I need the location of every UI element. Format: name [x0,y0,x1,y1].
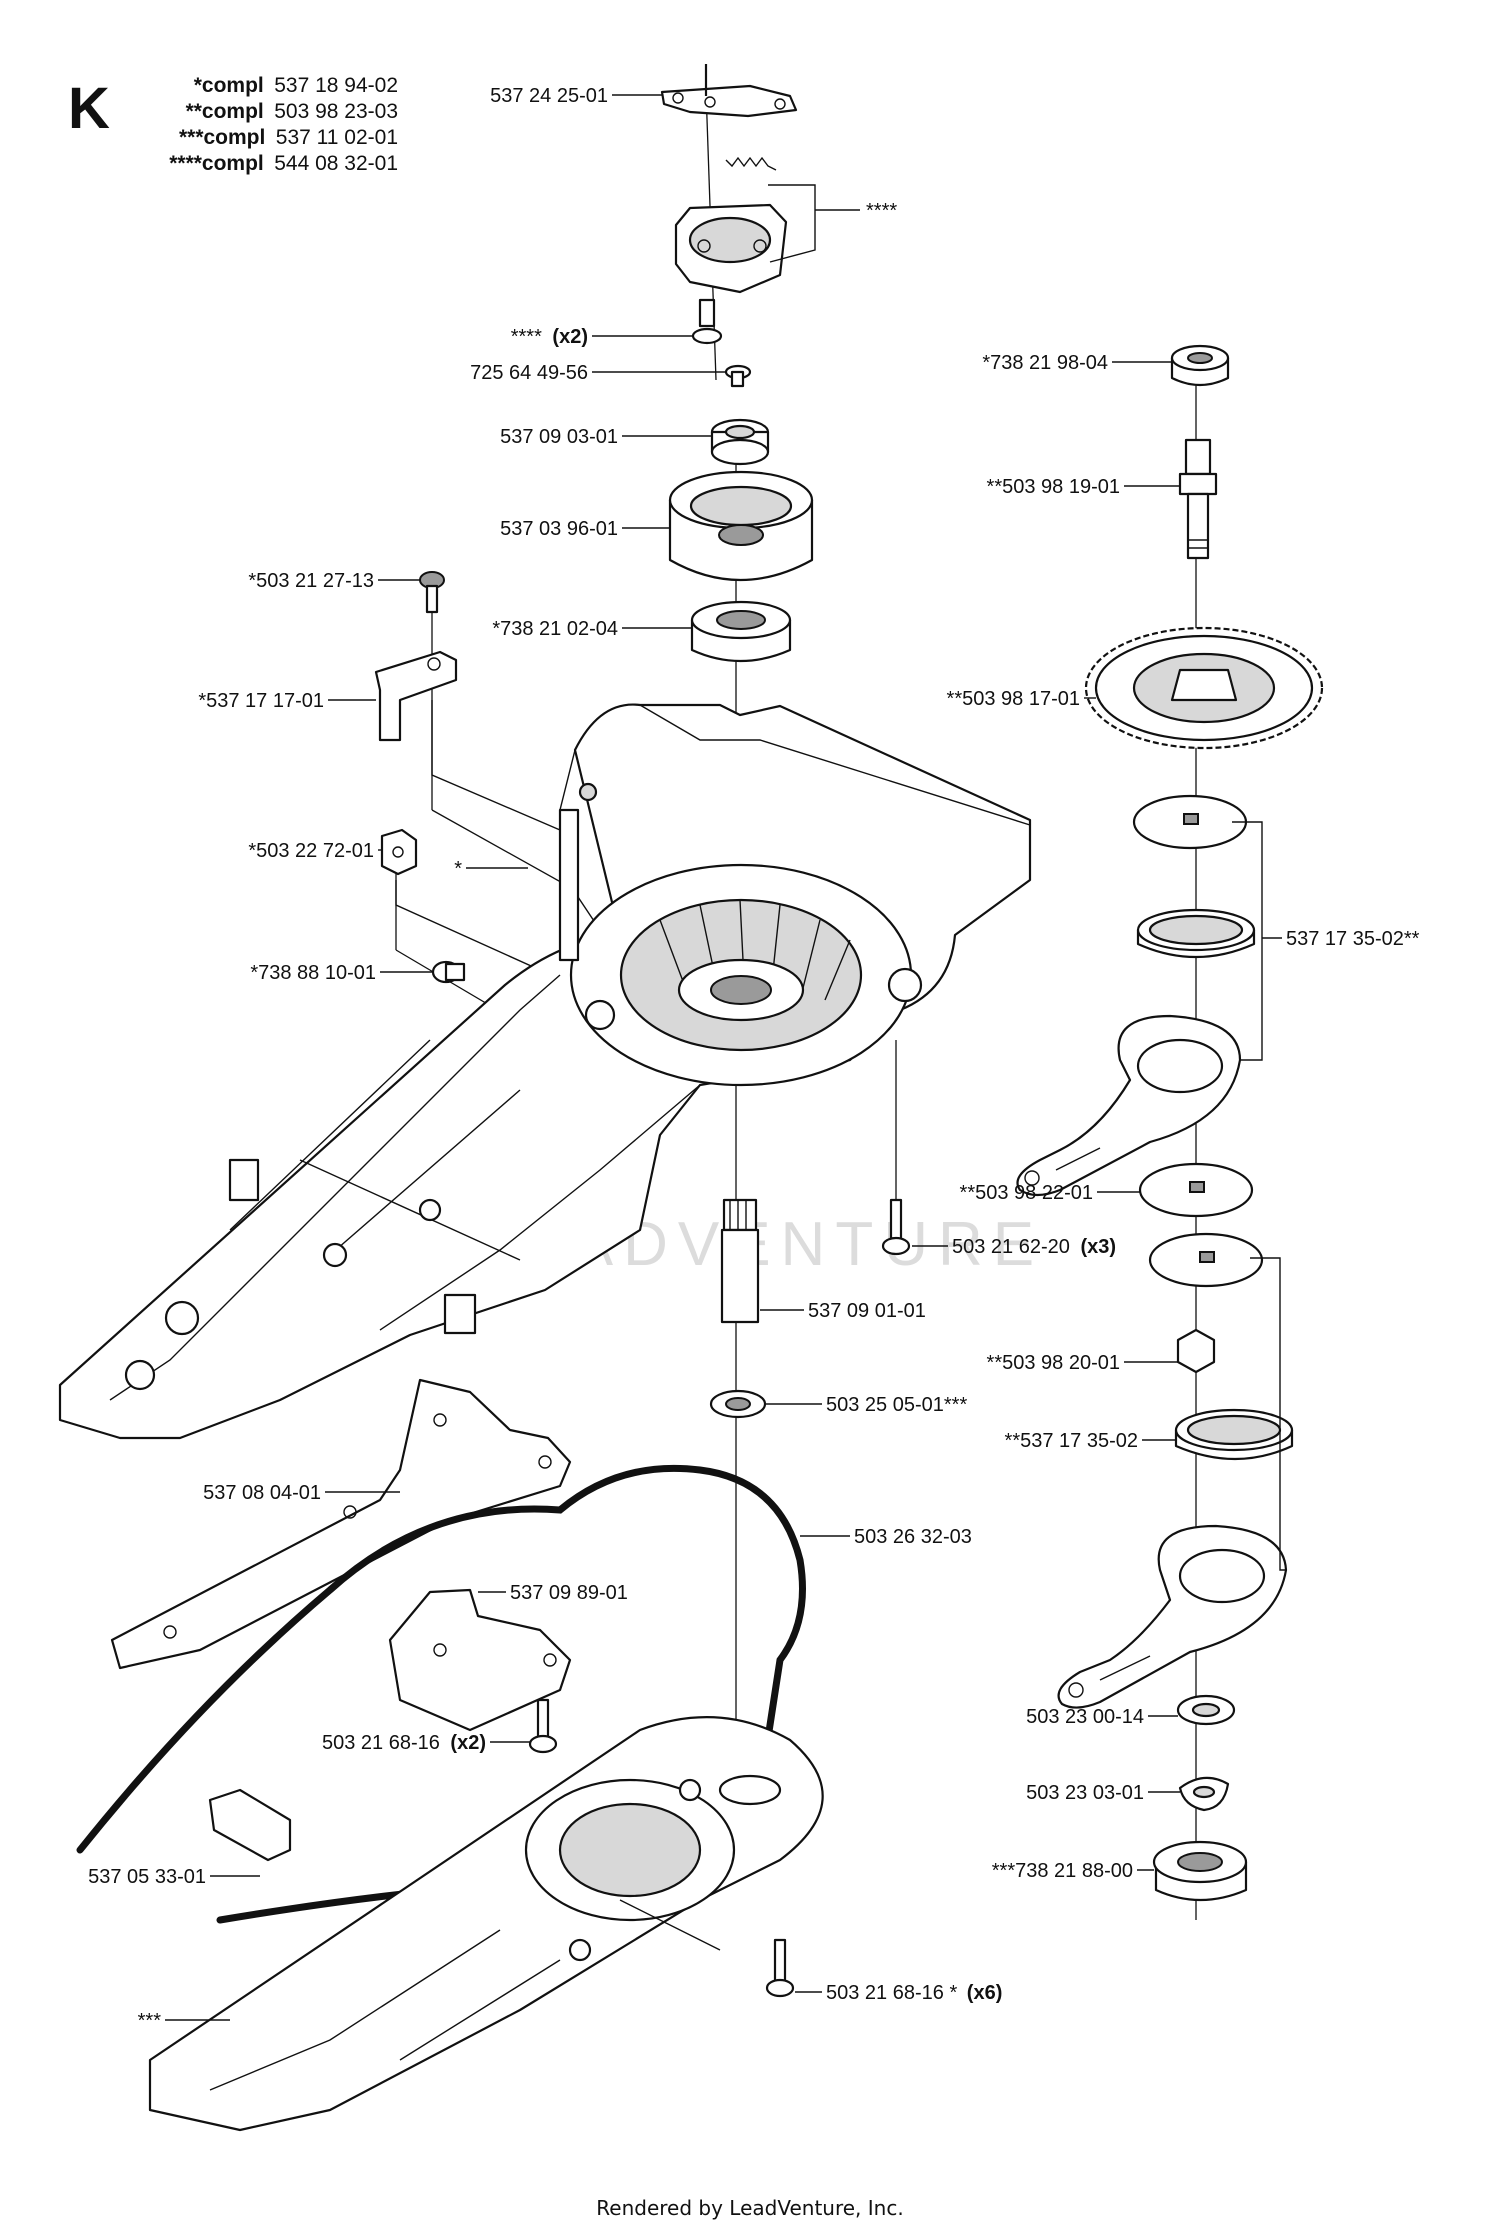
screw-503-21-68-16-x6 [765,1938,795,1998]
compl-prefix-2: **compl [186,100,264,123]
label-star4-screw: **** (x2) [511,326,588,348]
label-503-21-62-20-qty: (x3) [1080,1236,1116,1258]
label-503-25-05-01: 503 25 05-01*** [826,1394,967,1416]
screw-503-21-62-20 [881,1198,911,1256]
label-537-09-89-01: 537 09 89-01 [510,1582,628,1604]
clutch-drum [668,470,814,581]
label-738-88-10-01: *738 88 10-01 [250,962,376,984]
bracket-right-lower [1250,1257,1286,1571]
small-screw-x2 [691,298,723,345]
label-503-98-19-01: **503 98 19-01 [987,476,1120,498]
bearing-738-21-02-04 [690,600,792,663]
screw-503-21-68-16-x2 [528,1698,558,1754]
leader-clip-to-housing [395,880,541,971]
label-star4-screw-text: **** [511,326,542,348]
nut-503-98-20-01 [1176,1328,1216,1374]
compl-line-3: ***compl 537 11 02-01 [179,126,398,149]
label-738-21-98-04: *738 21 98-04 [982,352,1108,374]
label-537-17-35-02-lower: **537 17 35-02 [1005,1430,1138,1452]
label-503-21-68-16-x6: 503 21 68-16 * (x6) [826,1982,1002,2004]
bearing-503-25-05-01 [709,1389,767,1419]
section-letter: K [68,76,110,141]
label-503-21-62-20-text: 503 21 62-20 [952,1236,1070,1258]
tension-spring [725,156,777,171]
label-503-98-17-01: **503 98 17-01 [947,688,1080,710]
label-725-64-49-56: 725 64 49-56 [470,362,588,384]
lower-cover [148,1716,824,2132]
compl-prefix-4: ****compl [169,152,264,175]
washer-503-98-22-01 [1138,1162,1254,1218]
bush [710,418,770,466]
label-503-21-62-20: 503 21 62-20 (x3) [952,1236,1116,1258]
compl-number-4: 544 08 32-01 [274,152,398,175]
compl-line-4: ****compl 544 08 32-01 [169,152,398,175]
label-537-08-04-01: 537 08 04-01 [203,1482,321,1504]
label-537-09-03-01: 537 09 03-01 [500,426,618,448]
label-537-09-01-01: 537 09 01-01 [808,1300,926,1322]
label-537-03-96-01: 537 03 96-01 [500,518,618,540]
small-screw-725 [724,364,752,388]
bracket-537-17-17-01 [374,650,458,742]
label-503-21-68-16-x6-qty: (x6) [967,1982,1003,2004]
bracket-537-09-89-01 [388,1588,572,1732]
label-503-21-68-16-x2-qty: (x2) [450,1732,486,1754]
label-503-98-20-01: **503 98 20-01 [987,1352,1120,1374]
bearing-738-21-98-04 [1170,344,1230,387]
top-plate [660,64,798,118]
compl-list: *compl 537 18 94-02 **compl 503 98 23-03… [169,74,398,175]
label-503-23-03-01: 503 23 03-01 [1026,1782,1144,1804]
label-star4-kit: **** [866,200,897,222]
compl-line-1: *compl 537 18 94-02 [194,74,398,97]
compl-number-3: 537 11 02-01 [276,126,398,149]
label-738-21-88-00: ***738 21 88-00 [992,1860,1133,1882]
label-star1: * [454,858,462,880]
footer-credit: Rendered by LeadVenture, Inc. [596,2196,904,2220]
washer-plate-537-17-35-02-top [1132,794,1248,850]
leader-bracket-to-housing [431,700,561,831]
label-503-21-27-13: *503 21 27-13 [248,570,374,592]
label-738-21-02-04: *738 21 02-04 [492,618,618,640]
washer-503-23-00-14 [1176,1694,1236,1726]
gear-503-98-17-01 [1084,626,1324,750]
label-503-21-68-16-x2-text: 503 21 68-16 [322,1732,440,1754]
bracket-537-17-35-02-top [1232,821,1282,1061]
label-503-22-72-01: *503 22 72-01 [248,840,374,862]
compl-number-2: 503 98 23-03 [274,100,398,123]
bearing-738-21-88-00 [1152,1840,1248,1902]
washer-plate-mid [1148,1232,1264,1288]
part-labels: 537 24 25-01 **** **** (x2) 725 64 49-56… [88,85,1420,2032]
label-537-05-33-01: 537 05 33-01 [88,1866,206,1888]
label-503-21-68-16-x6-text: 503 21 68-16 * [826,1982,957,2004]
pinion-537-09-01-01 [720,1198,760,1324]
cam-block [674,203,788,294]
needle-bearing-top [1136,908,1256,959]
needle-bearing-537-17-35-02 [1174,1408,1294,1461]
screw-503-21-27-13 [419,571,445,614]
label-503-98-22-01: **503 98 22-01 [960,1182,1093,1204]
compl-line-2: **compl 503 98 23-03 [186,100,398,123]
guide-537-05-33-01 [208,1788,292,1862]
compl-prefix-3: ***compl [179,126,265,149]
plug-738-88-10-01 [431,960,466,984]
label-503-26-32-03: 503 26 32-03 [854,1526,972,1548]
label-537-17-17-01: *537 17 17-01 [198,690,324,712]
connecting-rod-top [1016,1014,1242,1197]
label-503-23-00-14: 503 23 00-14 [1026,1706,1144,1728]
shaft-503-98-19-01 [1178,438,1218,560]
clip-503-22-72-01 [380,828,418,876]
leader-lines [165,94,1180,2021]
label-537-24-25-01: 537 24 25-01 [490,85,608,107]
label-503-21-68-16-x2: 503 21 68-16 (x2) [322,1732,486,1754]
bracket-leader-star4 [768,184,860,263]
washer-503-23-03-01 [1178,1776,1230,1812]
label-star3-cover: *** [138,2010,162,2032]
connecting-rod-bottom [1057,1524,1288,1709]
label-537-17-35-02-top: 537 17 35-02** [1286,928,1420,950]
gear-housing [58,703,1032,1440]
compl-number-1: 537 18 94-02 [274,74,398,97]
label-star4-screw-qty: (x2) [552,326,588,348]
compl-prefix-1: *compl [194,74,264,97]
